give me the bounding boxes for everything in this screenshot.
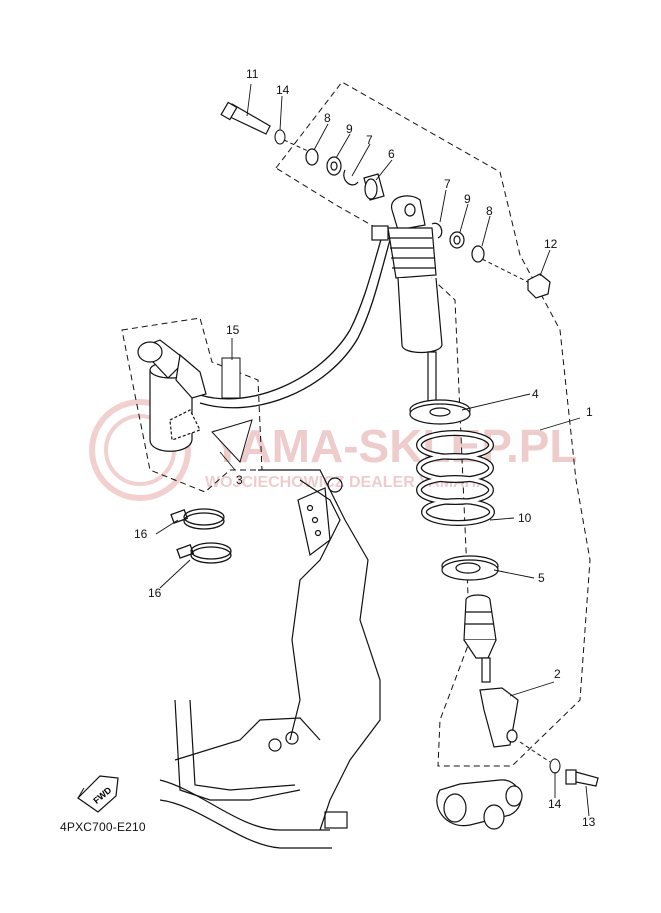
callout-8-right: 8: [486, 204, 493, 218]
callout-3: 3: [236, 473, 243, 487]
callout-5: 5: [538, 571, 545, 585]
watermark: YAMA-SKLEP.PL WOJCIECHOWICZ DEALER YAMAH…: [89, 399, 578, 501]
nut-12: [527, 273, 551, 299]
callout-9-top: 9: [346, 122, 353, 136]
callout-7-right: 7: [444, 177, 451, 191]
washer-14-top: [274, 129, 286, 145]
callout-2: 2: [554, 667, 561, 681]
relay-arm: [436, 779, 523, 830]
shock-absorber: [371, 195, 443, 411]
reservoir: [137, 339, 207, 452]
callout-11: 11: [246, 67, 259, 81]
callout-14-bottom: 14: [548, 797, 562, 811]
upper-mount-parts: [305, 148, 385, 201]
callout-12: 12: [544, 237, 558, 251]
hose-clamp-lower: [176, 542, 232, 564]
washer-14-bottom: [549, 758, 561, 774]
callout-7-top: 7: [366, 133, 373, 147]
bump-rubber: [463, 594, 497, 683]
callout-15: 15: [226, 323, 240, 337]
callout-6: 6: [388, 147, 395, 161]
callout-8-top: 8: [324, 111, 331, 125]
lower-clevis: [479, 687, 519, 748]
callout-9-right: 9: [464, 192, 471, 206]
lower-bushing-parts: [431, 222, 485, 263]
bolt-11: [220, 101, 271, 135]
spring-seat-upper: [409, 399, 471, 425]
callout-numbers: 11 14 8 9 7 6 7 9 8 12 15 4 1 3 10 16 5 …: [134, 67, 596, 829]
bolt-13: [565, 769, 599, 787]
callout-14-top: 14: [276, 83, 290, 97]
reservoir-hose: [199, 235, 383, 400]
spring-seat-lower: [441, 555, 499, 581]
callout-13: 13: [582, 815, 596, 829]
callout-10: 10: [518, 511, 532, 525]
callout-1: 1: [586, 405, 593, 419]
callout-16-lower: 16: [148, 586, 162, 600]
callout-16-upper: 16: [134, 527, 148, 541]
label-plate: [221, 357, 241, 399]
frame-outline: [159, 469, 381, 849]
forward-arrow-icon: FWD: [77, 775, 119, 813]
callout-4: 4: [532, 387, 539, 401]
diagram-code: 4PXC700-E210: [60, 820, 146, 834]
watermark-line1: YAMA-SKLEP.PL: [212, 420, 578, 472]
hose-clamp-upper: [170, 508, 225, 530]
leader-lines: [155, 83, 590, 817]
